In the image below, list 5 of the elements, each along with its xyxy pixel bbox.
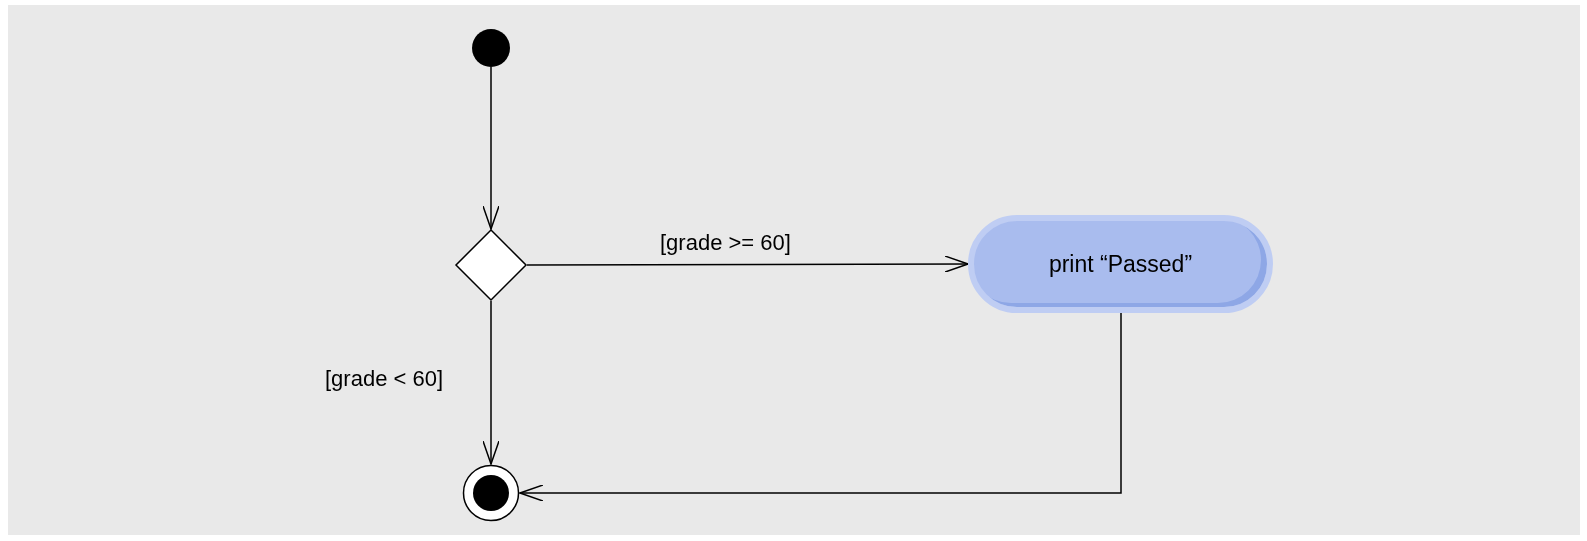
arrow xyxy=(526,255,969,273)
arrow xyxy=(519,312,1122,502)
action-text: print “Passed” xyxy=(1048,249,1193,279)
arrow xyxy=(482,66,500,230)
arrow xyxy=(482,300,500,465)
